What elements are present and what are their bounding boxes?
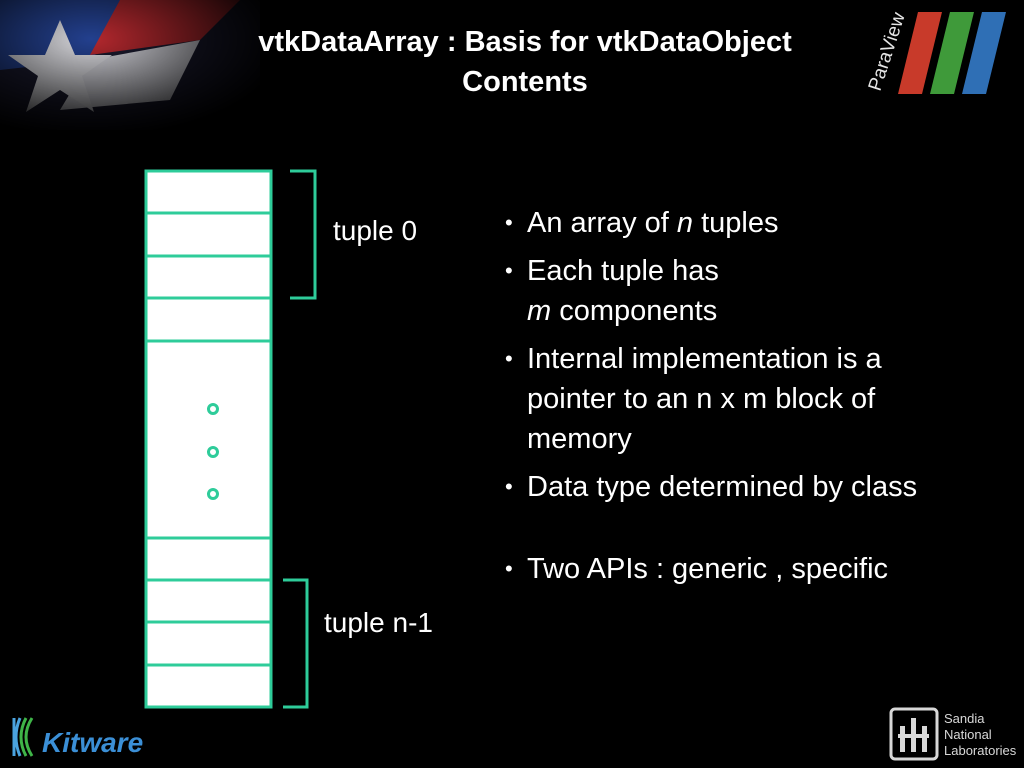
bullet-item: • An array of n tuples	[505, 203, 975, 243]
bullet-5-text: Two APIs : generic , specific	[527, 553, 889, 585]
ellipsis-dot	[207, 488, 219, 500]
bullet-marker: •	[505, 346, 513, 371]
sandia-line-3: Laboratories	[944, 743, 1017, 758]
ellipsis-dot	[207, 446, 219, 458]
kitware-logo-text: Kitware	[42, 727, 143, 758]
bullet-marker: •	[505, 258, 513, 283]
bullet-item: • Data type determined by class	[505, 467, 975, 507]
bullet-1-suffix: tuples	[693, 207, 779, 239]
tuple-n-1-label: tuple n-1	[324, 607, 433, 638]
sandia-line-2: National	[944, 727, 992, 742]
bullet-marker: •	[505, 474, 513, 499]
tuple-0-label: tuple 0	[333, 215, 418, 246]
bullet-item: • Two APIs : generic , specific	[505, 549, 975, 589]
sandia-thunderbird-icon	[889, 707, 939, 761]
bullet-1-variable: n	[676, 207, 694, 239]
bullet-marker: •	[505, 556, 513, 581]
tuple-0-bracket	[290, 169, 317, 300]
sandia-logo: Sandia National Laboratories	[889, 707, 1017, 761]
bullet-item: • Internal implementation is a pointer t…	[505, 339, 975, 459]
bullet-3-text: Internal implementation is a pointer to …	[527, 343, 882, 455]
bullet-2-suffix: components	[551, 295, 718, 327]
paraview-logo: ParaView	[865, 10, 1006, 94]
array-block	[144, 169, 273, 709]
title-line-1: vtkDataArray : Basis for vtkDataObject	[258, 26, 792, 58]
bullet-1-text: An array of	[527, 207, 677, 239]
ellipsis-dot	[207, 403, 219, 415]
tuple-n-1-bracket	[283, 578, 309, 709]
array-diagram	[144, 169, 317, 709]
sandia-line-1: Sandia	[944, 711, 985, 726]
kitware-logo: Kitware	[12, 717, 143, 758]
slide-title: vtkDataArray : Basis for vtkDataObject C…	[170, 22, 880, 102]
bullet-2-text: Each tuple has	[527, 255, 719, 287]
bullet-item: • Each tuple has m components	[505, 251, 975, 331]
bullet-4-text: Data type determined by class	[527, 471, 918, 503]
bullet-list: • An array of n tuples • Each tuple has …	[505, 203, 975, 597]
bullet-2-variable: m	[527, 295, 552, 327]
texas-flag-decoration	[0, 0, 260, 130]
title-line-2: Contents	[462, 66, 588, 98]
bullet-marker: •	[505, 210, 513, 235]
